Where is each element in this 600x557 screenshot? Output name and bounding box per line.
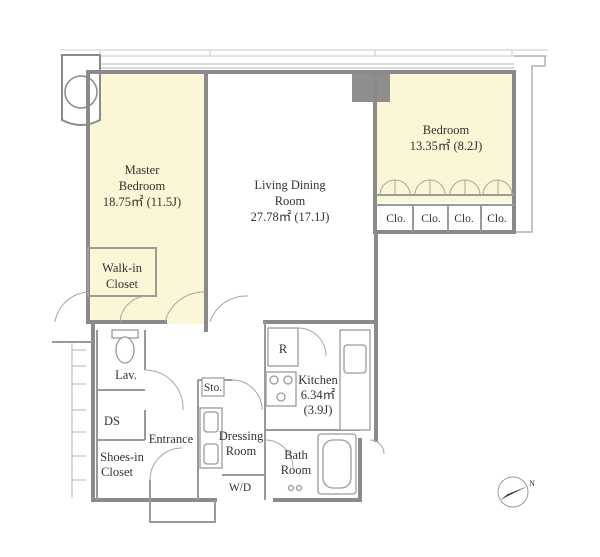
bath-room-label-2: Room [281, 463, 312, 477]
window-band [88, 63, 514, 69]
master-bedroom-area: 18.75㎡ (11.5J) [103, 195, 181, 209]
washer-dryer-label: W/D [229, 482, 251, 494]
living-dining-area: 27.78㎡ (17.1J) [251, 210, 330, 224]
kitchen-counter [339, 329, 371, 431]
bedroom-floor [375, 72, 514, 202]
kitchen-label: Kitchen [298, 373, 338, 387]
corner-column [61, 54, 101, 126]
bath-room-label: Bath [284, 448, 308, 462]
balcony-end [514, 55, 546, 233]
kitchen-jo: (3.9J) [304, 403, 333, 417]
closet-doors [379, 179, 513, 232]
master-bedroom-label-2: Bedroom [119, 179, 166, 193]
walk-in-closet-label-2: Closet [106, 277, 138, 291]
entrance-label: Entrance [149, 432, 194, 446]
closet-label-1: Clo. [386, 213, 406, 225]
bedroom-area: 13.35㎡ (8.2J) [410, 139, 483, 153]
interior-walls [87, 194, 514, 500]
shoes-in-closet-label-2: Closet [101, 465, 133, 479]
shower-fixture [287, 484, 303, 492]
refrigerator-label: R [279, 342, 288, 356]
dressing-room-label: Dressing [219, 429, 264, 443]
toilet-fixture [111, 329, 139, 364]
north-label: N [529, 479, 535, 488]
walk-in-closet-label: Walk-in [102, 261, 143, 275]
dressing-room-label-2: Room [226, 444, 257, 458]
exterior-ticks [71, 342, 86, 498]
master-bedroom-label: Master [125, 163, 161, 177]
structural-pillar [352, 72, 390, 102]
lavatory-label: Lav. [115, 368, 137, 382]
storage-box [201, 377, 225, 397]
vanity-sinks [199, 407, 223, 469]
closet-label-3: Clo. [454, 213, 474, 225]
north-arrow-icon: N [497, 476, 535, 508]
master-bedroom-floor [88, 72, 206, 324]
storage-label: Sto. [204, 382, 222, 394]
closet-label-2: Clo. [421, 213, 441, 225]
door-swings [54, 291, 385, 481]
closet-label-4: Clo. [487, 213, 507, 225]
living-dining-label-2: Room [275, 194, 306, 208]
balcony-rail [60, 49, 548, 57]
duct-space-label: DS [104, 414, 120, 428]
shoes-in-closet-label: Shoes-in [100, 450, 145, 464]
bedroom-label: Bedroom [423, 123, 470, 137]
kitchen-area: 6.34㎡ [301, 388, 336, 402]
stove-burners [265, 371, 297, 407]
bathtub [317, 433, 357, 495]
living-dining-label: Living Dining [254, 178, 326, 192]
